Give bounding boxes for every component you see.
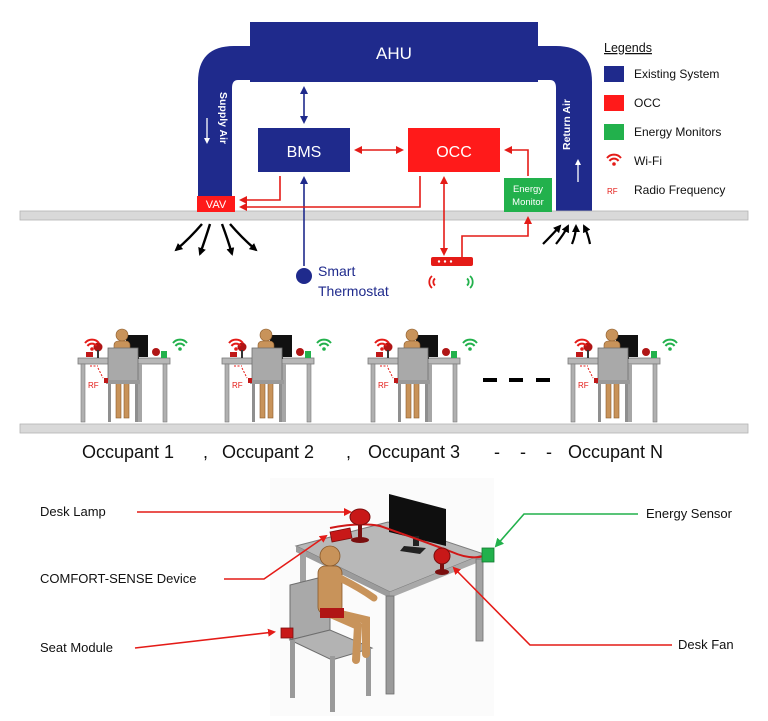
- rf-label-1: RF: [88, 381, 99, 390]
- thermostat-dot: [296, 268, 312, 284]
- supply-air-label: Supply Air: [217, 92, 229, 144]
- occupant-label-3: Occupant 3: [368, 442, 460, 462]
- dash-3: -: [546, 442, 552, 462]
- vav-label: VAV: [206, 199, 227, 211]
- thermostat-label-2: Thermostat: [318, 283, 389, 299]
- seat-module-pointer: [134, 628, 276, 649]
- rf-label-n: RF: [578, 381, 589, 390]
- legend-item-rf: Radio Frequency: [634, 183, 725, 197]
- router-wifi-red-icon: [428, 275, 436, 289]
- energy-monitor-line1: Energy: [513, 184, 543, 195]
- return-air-grille-arrows: [542, 224, 592, 245]
- occupant-label-2: Occupant 2: [222, 442, 314, 462]
- return-air-label: Return Air: [561, 99, 573, 150]
- legend-blue-swatch: [604, 66, 624, 82]
- bms-vav-link: [239, 176, 281, 204]
- desk-lamp-label: Desk Lamp: [40, 504, 106, 519]
- comma-2: ,: [346, 442, 351, 462]
- router-wifi-green-icon: [466, 275, 474, 289]
- occ-box: [408, 128, 500, 172]
- occupant-workstation-n: RF: [567, 328, 678, 423]
- ahu-box: [250, 22, 538, 82]
- rf-label-3: RF: [378, 381, 389, 390]
- occupant-workstation-2: RF: [221, 328, 332, 423]
- ahu-label: AHU: [376, 44, 412, 63]
- desk-fan-pointer: [452, 566, 672, 646]
- occupant-label-1: Occupant 1: [82, 442, 174, 462]
- desk-fan-label: Desk Fan: [678, 637, 734, 652]
- energy-sensor-pointer: [494, 513, 638, 548]
- seat-module-label: Seat Module: [40, 640, 113, 655]
- legend-red-swatch: [604, 95, 624, 111]
- energy-monitor-line2: Monitor: [512, 197, 544, 208]
- supply-air-diffuser-arrows: [174, 223, 258, 256]
- ceiling-bar: [19, 210, 749, 221]
- continuation-dashes: [483, 378, 550, 382]
- comma-1: ,: [203, 442, 208, 462]
- legend-item-occ: OCC: [634, 96, 661, 110]
- floor-bar: [19, 423, 749, 434]
- thermostat-label-1: Smart: [318, 263, 355, 279]
- legend-rf-symbol: RF: [607, 187, 618, 196]
- bms-label: BMS: [287, 144, 322, 161]
- monitor-occ-link: [504, 146, 529, 176]
- legend-item-existing: Existing System: [634, 67, 719, 81]
- comfort-sense-pointer: [224, 534, 328, 580]
- supply-duct: [198, 46, 250, 198]
- legend-green-swatch: [604, 124, 624, 140]
- comfort-sense-label: COMFORT-SENSE Device: [40, 571, 197, 586]
- legend-item-wifi: Wi-Fi: [634, 154, 662, 168]
- desk-detail-illustration: [280, 494, 495, 712]
- dash-1: -: [494, 442, 500, 462]
- bms-box: [258, 128, 350, 172]
- vav-box: [197, 196, 235, 212]
- energy-sensor-label: Energy Sensor: [646, 506, 733, 521]
- router-monitor-link: [461, 216, 532, 258]
- occ-vav-link: [239, 176, 421, 211]
- dash-2: -: [520, 442, 526, 462]
- energy-monitor-box: [504, 178, 552, 212]
- legend-title: Legends: [604, 41, 652, 55]
- legend-item-energy: Energy Monitors: [634, 125, 721, 139]
- occupant-label-n: Occupant N: [568, 442, 663, 462]
- occupant-workstation-1: RF: [77, 328, 188, 423]
- occ-label: OCC: [436, 144, 472, 161]
- rf-label-2: RF: [232, 381, 243, 390]
- occupant-workstation-3: RF: [367, 328, 478, 423]
- legend-wifi-icon: [606, 153, 622, 167]
